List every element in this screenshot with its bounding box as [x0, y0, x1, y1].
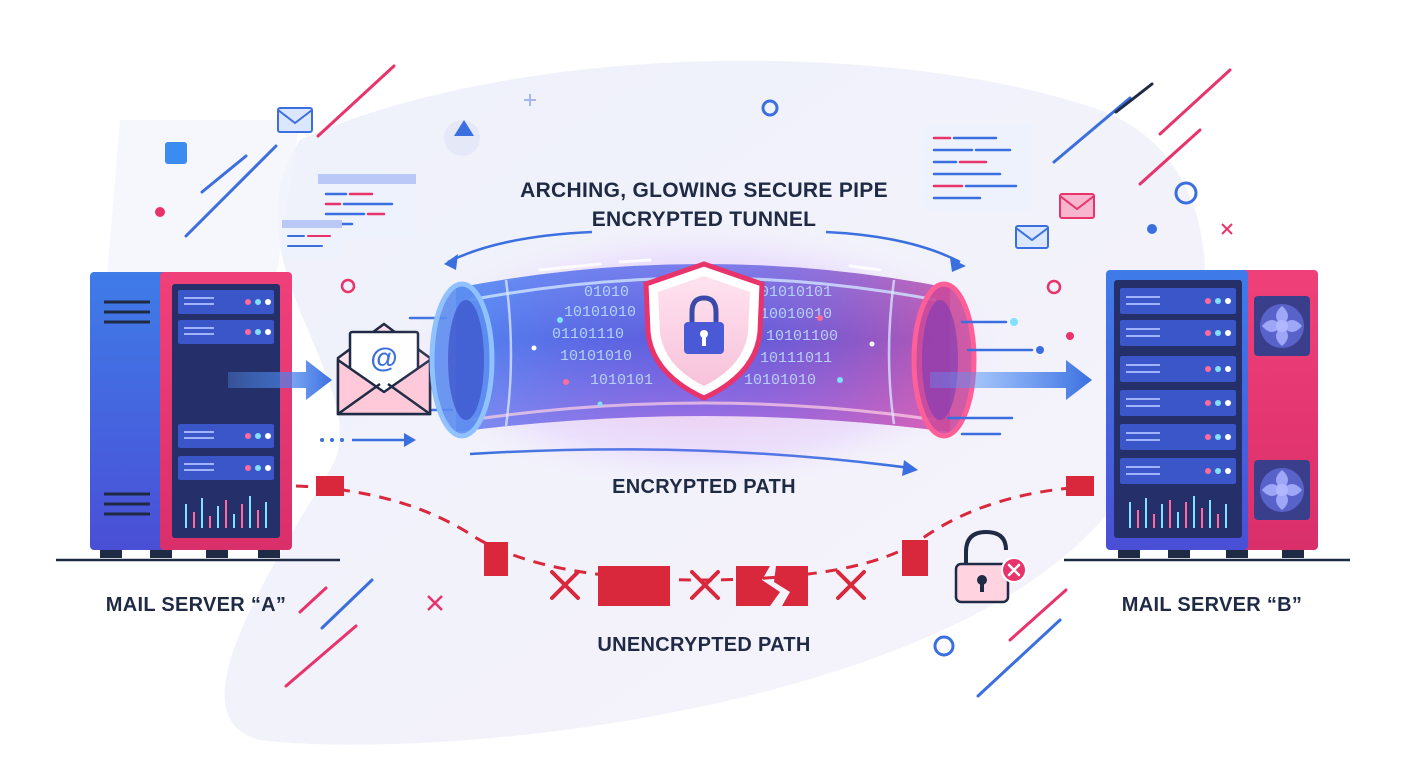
flow-lines: [946, 320, 1034, 436]
encrypted-path-label: ENCRYPTED PATH: [612, 476, 796, 498]
tunnel-title-line-1: ARCHING, GLOWING SECURE PIPE: [520, 179, 888, 202]
flow-arrow: [930, 360, 1092, 400]
binary-stream: 01010 10101010 01101110 10101010 1010101…: [552, 284, 838, 389]
mail-server-b: [1106, 270, 1318, 558]
flow-arrow: [320, 433, 416, 447]
svg-text:10101010: 10101010: [564, 304, 636, 321]
svg-text:1010101: 1010101: [590, 372, 653, 389]
blocked-x-icon: [550, 570, 580, 600]
tunnel-right-opening: [911, 281, 977, 439]
tunnel-title-line-2: ENCRYPTED TUNNEL: [591, 208, 817, 231]
mail-server-a: [90, 272, 292, 558]
svg-text:10010010: 10010010: [760, 306, 832, 323]
tunnel-top-arrow: [444, 254, 458, 270]
code-window-card: [282, 220, 342, 258]
blocked-x-icon: [690, 570, 720, 600]
tunnel-left-opening: [429, 281, 495, 439]
server-fan-icon: [1254, 296, 1310, 356]
floating-envelope-icon: [1015, 225, 1049, 249]
unlocked-padlock-icon: [954, 529, 1027, 604]
svg-text:10101010: 10101010: [744, 372, 816, 389]
svg-text:01010101: 01010101: [760, 284, 832, 301]
decorative-dots: [155, 94, 1233, 657]
tunnel-highlights: [538, 258, 882, 272]
svg-text:01010: 01010: [584, 284, 629, 301]
tunnel-top-arrow: [950, 258, 966, 272]
server-a-units: [178, 290, 274, 528]
svg-text:10101010: 10101010: [560, 348, 632, 365]
blocked-x-icon: [836, 570, 866, 600]
unencrypted-path: [295, 476, 1101, 606]
encrypted-tunnel: 01010 10101010 01101110 10101010 1010101…: [384, 216, 1024, 496]
floating-envelope-icon: [1059, 193, 1095, 219]
tunnel-sparkles: [531, 297, 875, 407]
code-window-card: [924, 124, 1032, 210]
flow-arrow: [228, 360, 332, 400]
mail-server-a-label: MAIL SERVER “A”: [105, 594, 287, 616]
server-fan-icon: [1254, 460, 1310, 520]
svg-text:01101110: 01101110: [552, 326, 624, 343]
floating-envelope-icon: [277, 107, 313, 133]
tunnel-title: ARCHING, GLOWING SECURE PIPE ENCRYPTED T…: [520, 176, 888, 234]
server-b-units: [1120, 288, 1236, 528]
svg-text:10101100: 10101100: [766, 328, 838, 345]
unencrypted-path-label: UNENCRYPTED PATH: [597, 634, 811, 656]
shield-lock-icon: [643, 261, 765, 401]
svg-text:10111011: 10111011: [760, 350, 832, 367]
decorative-lines: [184, 64, 1232, 698]
mail-server-b-label: MAIL SERVER “B”: [1121, 594, 1303, 616]
